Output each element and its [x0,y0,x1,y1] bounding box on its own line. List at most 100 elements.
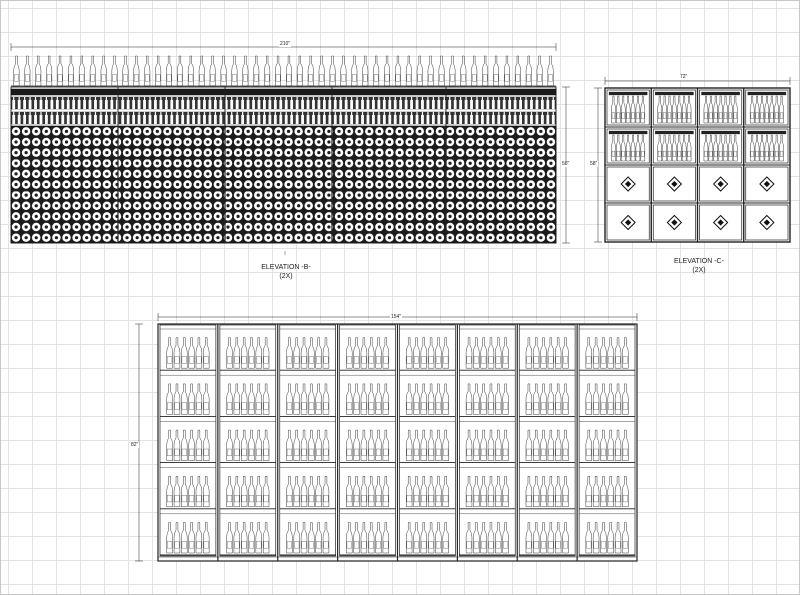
elevation-main-column [279,324,336,557]
elevation-c-cell [745,128,789,164]
bottle [672,134,677,162]
bottle [547,337,554,369]
bottle [322,337,330,369]
bottle [723,95,728,124]
elevation-c-cell [745,204,789,241]
bottle [723,134,728,162]
bottle [630,134,636,162]
bottle [495,337,502,369]
bottle [427,55,434,87]
elevation-b-count: (2X) [279,273,293,280]
bottle [759,95,765,124]
bottle [555,429,562,461]
elevation-b-display-band [10,88,557,125]
bottle [600,476,607,508]
bottle [368,337,375,369]
bottle [562,383,569,415]
bottle [733,95,738,124]
bottle [203,429,210,461]
bottle [173,429,181,461]
bottle [195,522,203,554]
bottle [427,337,435,369]
bottle [420,522,427,554]
elevation-main-column [399,324,456,557]
bottle [502,476,509,508]
bottle [375,337,382,369]
bottle [46,55,53,87]
elevation-c-height-dim: 58" [589,161,599,167]
bottle [555,337,562,369]
elevation-c-count: (2X) [692,267,706,274]
bottle [353,522,360,554]
bottle [562,337,569,369]
bottle [749,95,755,124]
bottle [78,55,85,87]
bottle [764,134,770,162]
bottle [621,134,626,162]
bottle [233,337,240,369]
bottle [353,383,360,415]
bottle [681,134,687,162]
elevation-c-cell [699,89,743,126]
bottle [540,429,547,461]
bottle [315,383,322,415]
bottle [585,476,592,508]
bottle [635,95,641,124]
bottle [187,55,194,87]
bottle [427,476,435,508]
bottle [487,429,495,461]
elevation-c [594,77,791,243]
bottle [181,522,188,554]
bottle [405,55,412,87]
bottle [718,134,723,162]
bottle [536,55,543,87]
bottle [473,429,480,461]
bottle [382,337,389,369]
bottle [427,383,435,415]
bottle [540,522,547,554]
bottle [493,55,499,87]
bottle [622,337,629,369]
bottle [406,383,413,415]
bottle [708,95,714,124]
bottle [779,134,784,162]
bottle [435,383,442,415]
bottle [241,476,248,508]
bottle [413,337,420,369]
bottle [315,522,322,554]
bottle [188,383,195,415]
bottle [173,383,181,415]
bottle [662,134,667,162]
bottle [413,522,420,554]
bottle [233,522,240,554]
bottle [442,429,449,461]
bottle [473,522,480,554]
bottle [413,429,420,461]
bottle [759,134,765,162]
elevation-c-cell [699,204,743,241]
elevation-c-cell [606,166,650,202]
bottle [547,383,554,415]
elevation-c-width-dim: 72" [679,74,689,80]
bottle [286,55,292,87]
bottle [241,429,248,461]
bottle [600,337,607,369]
bottle [442,337,449,369]
bottle [253,55,260,87]
bottle [686,134,692,162]
bottle [173,337,181,369]
bottle [242,55,249,87]
bottle [13,55,20,87]
bottle [533,383,540,415]
bottle [533,476,540,508]
bottle [504,55,510,87]
bottle [315,476,322,508]
bottle [547,429,554,461]
bottle [585,337,592,369]
bottle [667,95,672,124]
bottle [733,134,738,162]
bottle [495,429,502,461]
bottle [203,337,210,369]
bottle [435,522,442,554]
bottle [220,55,227,87]
